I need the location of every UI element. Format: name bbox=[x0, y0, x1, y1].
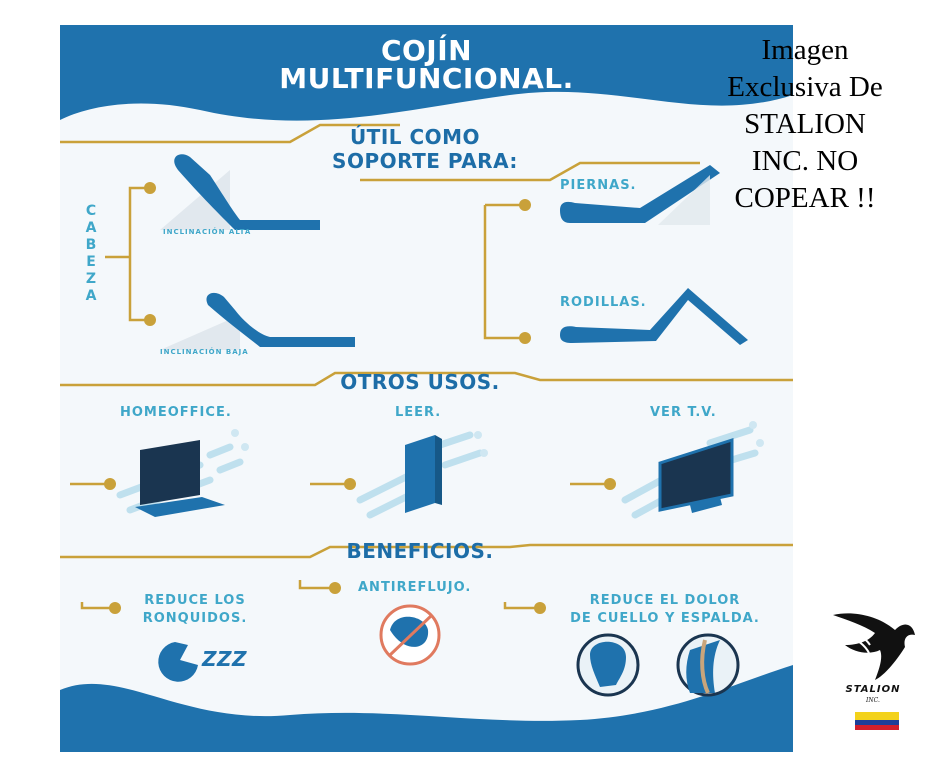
watermark-text: Imagen Exclusiva De STALION INC. NO COPE… bbox=[727, 34, 883, 214]
title-line-1: COJÍN bbox=[380, 34, 473, 67]
zzz-text: ZZZ bbox=[202, 647, 248, 671]
antireflujo-label: ANTIREFLUJO. bbox=[358, 580, 472, 595]
flag-yellow-stripe bbox=[855, 712, 899, 720]
dolor-line-1: REDUCE EL DOLOR bbox=[589, 593, 741, 608]
title-line-2: MULTIFUNCIONAL. bbox=[279, 62, 574, 95]
inclinacion-baja-label: INCLINACIÓN BAJA bbox=[160, 348, 249, 356]
support-title-line-1: ÚTIL COMO bbox=[349, 125, 481, 149]
poster-artwork bbox=[60, 25, 793, 752]
ronquidos-line-2: RONQUIDOS. bbox=[142, 611, 248, 626]
stalion-brand-text: STALION bbox=[845, 684, 901, 695]
leer-label: LEER. bbox=[395, 405, 442, 420]
inc-text: INC. bbox=[866, 697, 880, 704]
beneficios-title: BENEFICIOS. bbox=[346, 539, 494, 563]
infographic-poster: COJÍN MULTIFUNCIONAL. ÚTIL COMO SOPORTE … bbox=[60, 25, 793, 752]
cabeza-vertical-label: C A B E Z A bbox=[85, 203, 97, 304]
piernas-label: PIERNAS. bbox=[560, 178, 637, 193]
inclinacion-alta-label: INCLINACIÓN ALTA bbox=[163, 228, 252, 236]
rodillas-label: RODILLAS. bbox=[560, 295, 647, 310]
ronquidos-line-1: REDUCE LOS bbox=[144, 593, 246, 608]
flag-blue-stripe bbox=[855, 720, 899, 725]
support-title-line-2: SOPORTE PARA: bbox=[332, 149, 518, 173]
otros-usos-title: OTROS USOS. bbox=[340, 370, 500, 394]
flag-red-stripe bbox=[855, 725, 899, 730]
homeoffice-label: HOMEOFFICE. bbox=[120, 405, 232, 420]
ver-tv-label: VER T.V. bbox=[650, 405, 717, 420]
stalion-horse-logo-icon bbox=[833, 613, 915, 730]
dolor-line-2: DE CUELLO Y ESPALDA. bbox=[570, 611, 760, 626]
